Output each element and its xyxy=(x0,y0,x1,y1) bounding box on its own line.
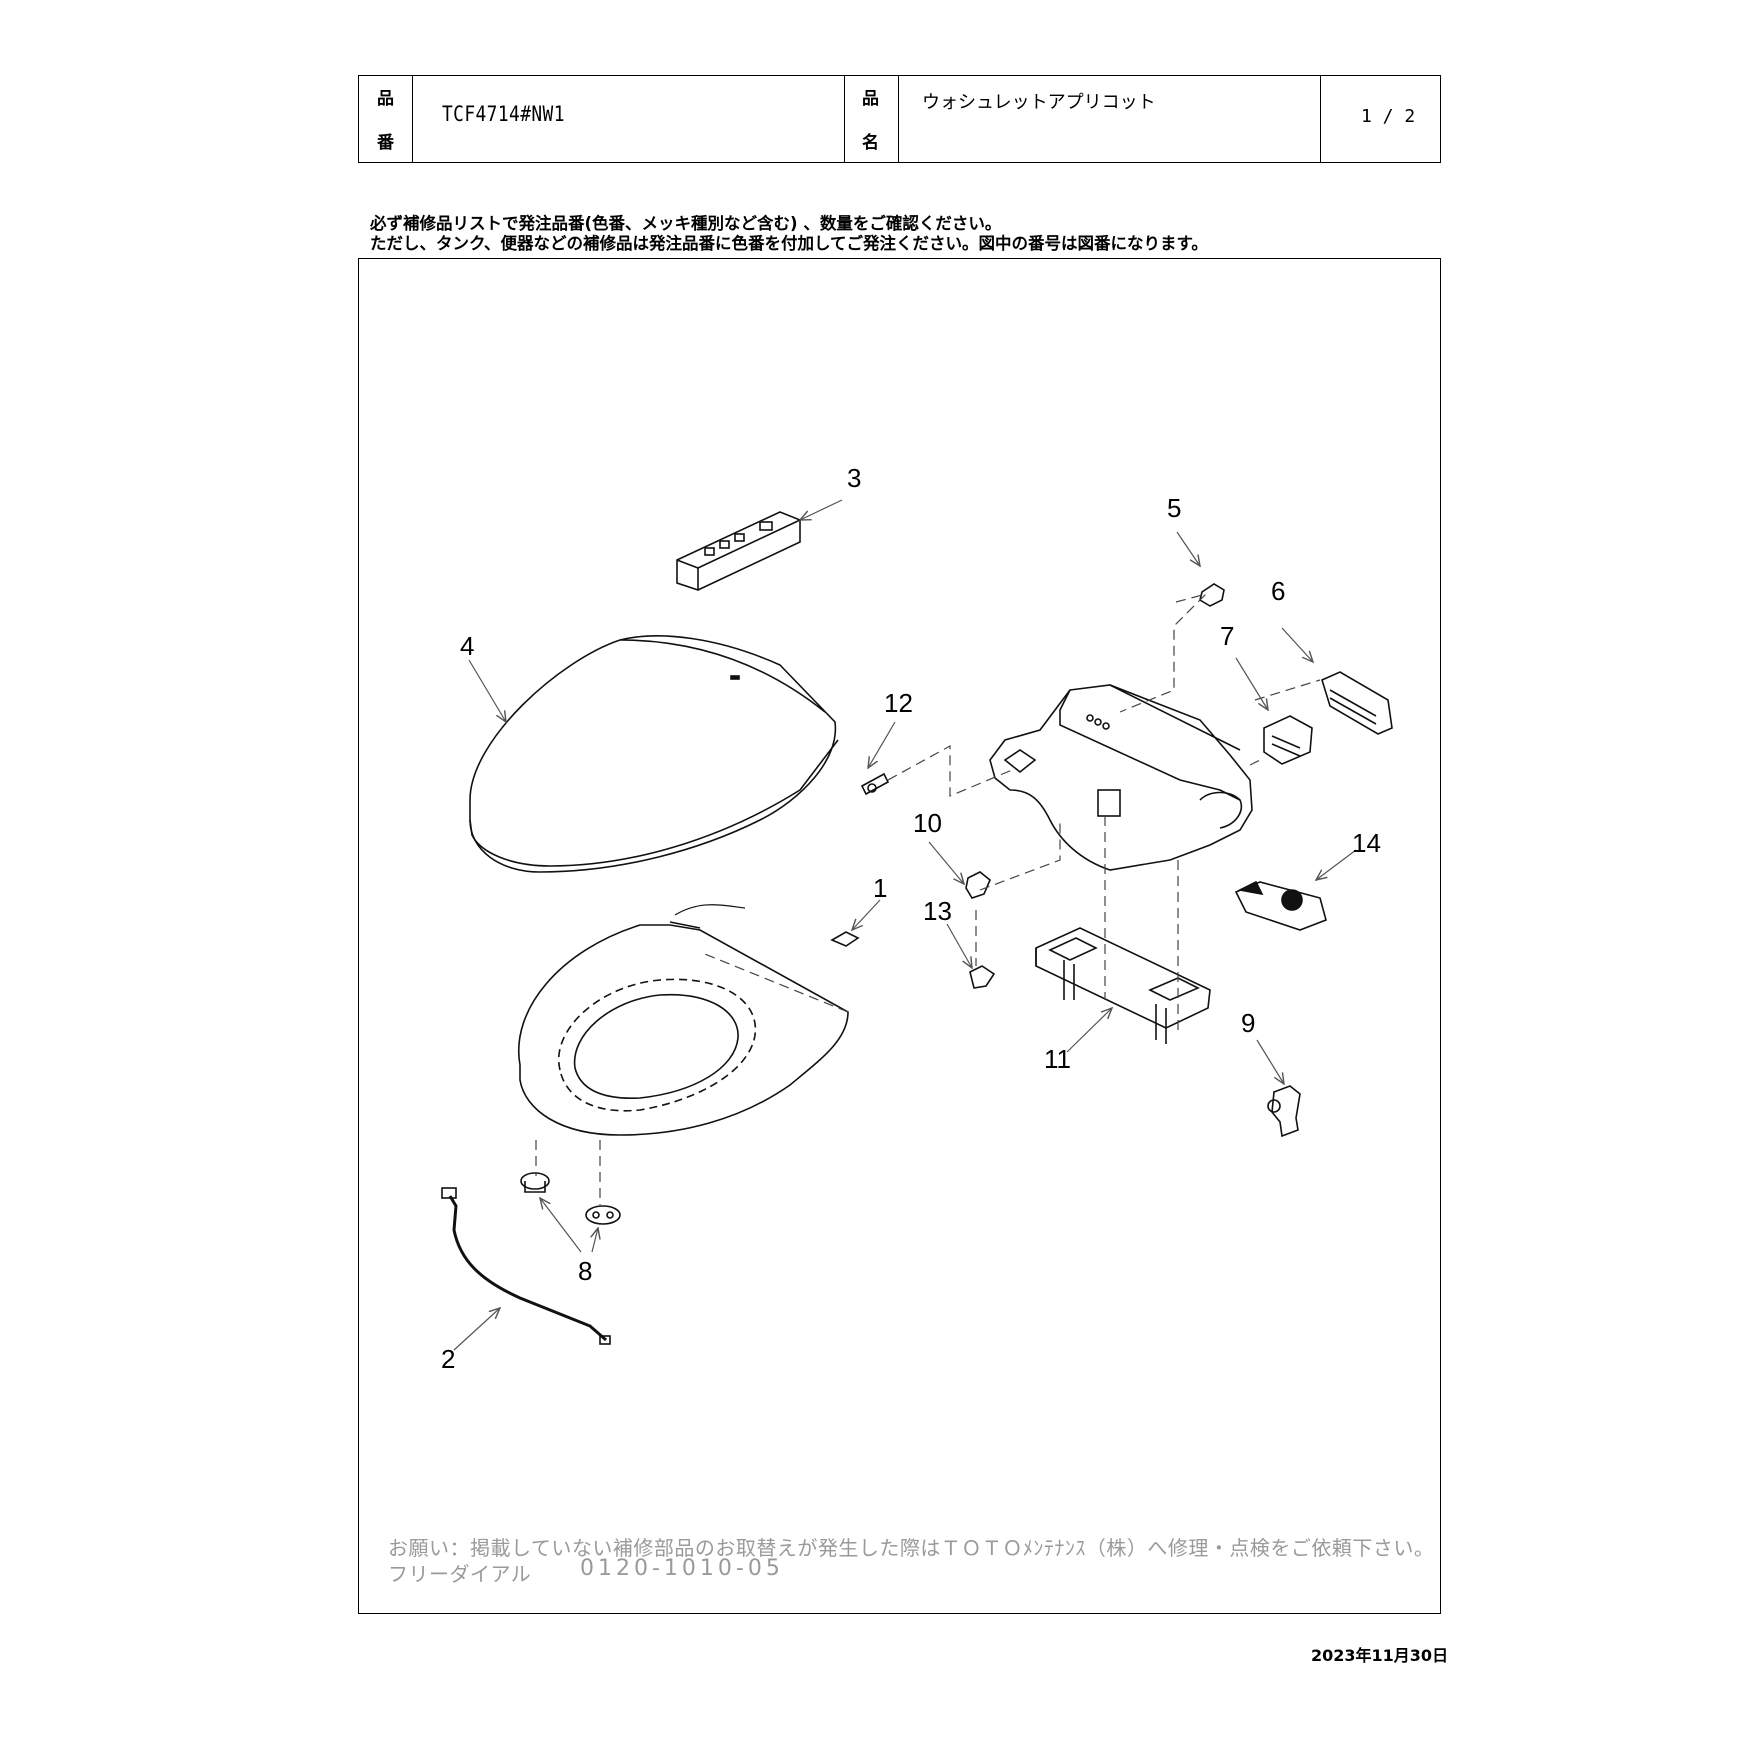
hinmei-label-top: 品 xyxy=(862,89,879,109)
part-9-valve xyxy=(1267,1085,1301,1138)
callout-8: 8 xyxy=(578,1256,592,1286)
callout-3: 3 xyxy=(847,463,861,493)
hinban-label-top: 品 xyxy=(377,89,394,109)
leader-8b xyxy=(592,1228,598,1253)
part-1-pad xyxy=(830,931,860,947)
main-body-unit xyxy=(989,684,1253,871)
callout-10: 10 xyxy=(913,808,942,838)
callout-4: 4 xyxy=(460,631,474,661)
part-14-cover xyxy=(1234,880,1327,931)
seat-ring xyxy=(517,904,849,1136)
leader-5 xyxy=(1176,531,1200,566)
part-13-clip xyxy=(969,965,996,989)
drawing-frame xyxy=(358,258,1441,1614)
callout-14: 14 xyxy=(1352,828,1381,858)
notice-line-2: ただし、タンク、便器などの補修品は発注品番に色番を付加してご発注ください。図中の… xyxy=(370,234,1208,253)
leader-3 xyxy=(800,499,843,520)
hinmei-label-bottom: 名 xyxy=(862,133,879,153)
footer-request: お願い：掲載していない補修部品のお取替えが発生した際はＴＯＴＯﾒﾝﾃﾅﾝｽ（株）… xyxy=(388,1536,1435,1560)
callout-13: 13 xyxy=(923,896,952,926)
callout-9: 9 xyxy=(1241,1008,1255,1038)
leader-8a xyxy=(540,1198,582,1253)
page-count: 1 / 2 xyxy=(1361,106,1416,127)
divider xyxy=(412,76,413,162)
part-11-base-plate xyxy=(1035,927,1211,1044)
hinban-label-bottom: 番 xyxy=(377,133,394,153)
callout-12: 12 xyxy=(884,688,913,718)
divider xyxy=(844,76,845,162)
part-2-hose xyxy=(441,1187,611,1345)
part-12-fitting xyxy=(860,772,890,796)
part-7-filter xyxy=(1263,715,1313,765)
part-3-remote-control xyxy=(676,511,801,591)
callout-1: 1 xyxy=(873,873,887,903)
leader-10 xyxy=(928,841,964,884)
part-5-clip xyxy=(1199,583,1225,607)
leader-13 xyxy=(946,923,972,968)
model-number: TCF4714#NW1 xyxy=(442,102,565,126)
leader-14 xyxy=(1316,849,1357,880)
part-4-lid xyxy=(469,635,839,873)
part-10-clip xyxy=(965,871,991,899)
part-8-fittings xyxy=(520,1172,621,1225)
leader-9 xyxy=(1256,1039,1284,1084)
issue-date: 2023年11月30日 xyxy=(1311,1646,1449,1665)
leader-6 xyxy=(1281,627,1313,662)
leader-12 xyxy=(868,721,896,768)
callout-2: 2 xyxy=(441,1344,455,1374)
part-6-cover xyxy=(1321,671,1393,735)
leader-7 xyxy=(1235,657,1268,710)
callout-7: 7 xyxy=(1220,621,1234,651)
leader-4 xyxy=(468,659,506,722)
freedial-label: フリーダイアル xyxy=(388,1562,532,1586)
notice-line-1: 必ず補修品リストで発注品番(色番、メッキ種別など含む) 、数量をご確認ください。 xyxy=(370,214,1002,233)
divider xyxy=(1320,76,1321,162)
leader-2 xyxy=(453,1308,500,1351)
freedial-number: 0120-1010-05 xyxy=(580,1556,784,1581)
callout-5: 5 xyxy=(1167,493,1181,523)
product-name: ウォシュレットアプリコット xyxy=(922,92,1156,113)
leader-11 xyxy=(1066,1008,1112,1053)
divider xyxy=(898,76,899,162)
callout-11: 11 xyxy=(1044,1044,1071,1074)
callout-6: 6 xyxy=(1271,576,1285,606)
header-table: 品 番 TCF4714#NW1 品 名 ウォシュレットアプリコット 1 / 2 xyxy=(358,75,1441,163)
leader-1 xyxy=(852,899,881,930)
